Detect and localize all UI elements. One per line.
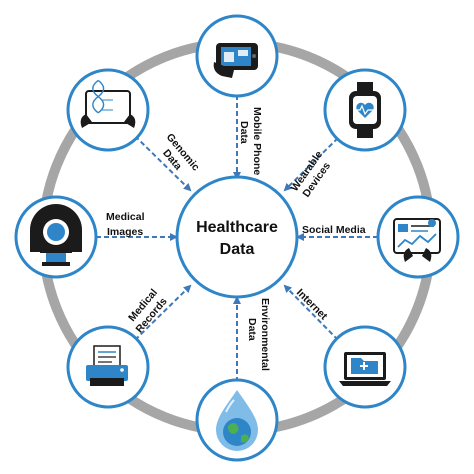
node-internet bbox=[323, 325, 407, 409]
label-medical-records: Medical Records bbox=[126, 287, 170, 336]
node-genomic-data bbox=[66, 68, 150, 152]
arrow-medical-records bbox=[134, 284, 192, 341]
label-mobile-phone-data: Mobile Phone Data bbox=[238, 107, 263, 175]
arrow-genomic-data bbox=[134, 135, 192, 192]
node-environmental-data bbox=[195, 378, 279, 462]
label-genomic-data: Genomic Data bbox=[160, 131, 202, 173]
smartphone-icon bbox=[213, 43, 258, 78]
node-social-media bbox=[376, 195, 460, 279]
mri-scanner-icon bbox=[30, 204, 82, 266]
center-title-line2: Data bbox=[220, 241, 255, 258]
node-wearable-devices bbox=[323, 68, 407, 152]
arrow-wearable-devices bbox=[283, 137, 339, 192]
label-environmental-data: Environmental Data bbox=[246, 298, 271, 371]
svg-text:Mobile Phone: Mobile Phone bbox=[251, 107, 263, 175]
arrows bbox=[96, 95, 378, 382]
svg-text:Images: Images bbox=[107, 226, 143, 238]
node-medical-records bbox=[66, 325, 150, 409]
node-medical-images bbox=[14, 195, 98, 279]
svg-text:Data: Data bbox=[238, 121, 250, 144]
center-title-line1: Healthcare bbox=[196, 219, 278, 236]
svg-text:Medical: Medical bbox=[106, 211, 145, 223]
label-wearable-devices: Wearable Devices bbox=[289, 149, 333, 200]
laptop-medical-folder-icon bbox=[339, 352, 391, 386]
svg-text:Internet: Internet bbox=[294, 287, 330, 323]
water-drop-globe-icon bbox=[216, 390, 258, 451]
svg-text:Environmental: Environmental bbox=[259, 298, 271, 371]
smartwatch-icon bbox=[349, 82, 381, 138]
node-mobile-phone-data bbox=[195, 14, 279, 98]
svg-text:Data: Data bbox=[246, 318, 258, 341]
social-dashboard-icon bbox=[393, 218, 441, 262]
printer-records-icon bbox=[86, 345, 128, 386]
arrow-internet bbox=[283, 284, 339, 341]
label-social-media: Social Media bbox=[302, 224, 366, 236]
center-node: Healthcare Data bbox=[175, 175, 299, 299]
label-internet: Internet bbox=[294, 287, 330, 323]
label-medical-images: Medical Images bbox=[106, 211, 145, 238]
dna-tablet-icon bbox=[80, 79, 136, 128]
